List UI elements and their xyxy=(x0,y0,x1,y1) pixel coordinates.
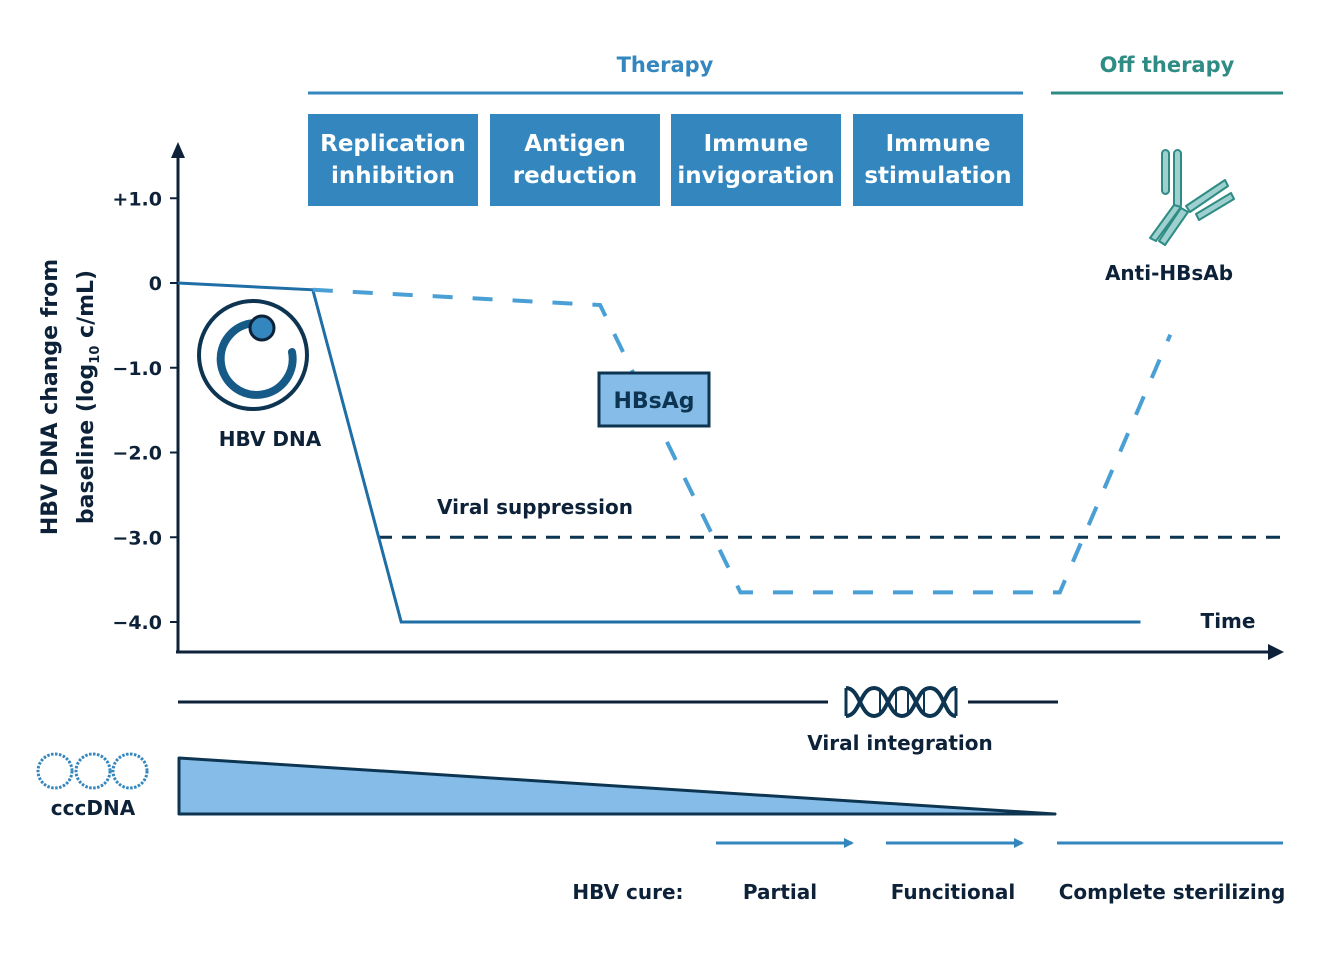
hbsag-label: HBsAg xyxy=(613,389,694,414)
cure-stage-functional: Funcitional xyxy=(891,880,1016,904)
phase-label-line2: stimulation xyxy=(864,163,1012,189)
cure-stage-complete: Complete sterilizing xyxy=(1059,880,1286,904)
cccdna-label: cccDNA xyxy=(51,796,136,820)
y-axis-label-pre: baseline (log xyxy=(74,364,99,524)
phase-immune-stimulation: Immune stimulation xyxy=(853,114,1023,206)
y-ticks: +1.0 0 −1.0 −2.0 −3.0 −4.0 xyxy=(112,188,178,634)
phase-label-line1: Immune xyxy=(703,131,809,157)
phase-label-line1: Antigen xyxy=(524,131,626,157)
y-tick-label: −3.0 xyxy=(112,527,162,549)
y-axis-label-post: c/mL) xyxy=(74,270,99,346)
y-tick-label: +1.0 xyxy=(112,188,162,210)
series-line-hbv-dna xyxy=(177,281,1141,624)
antibody-icon xyxy=(1149,149,1235,246)
y-axis-label: HBV DNA change from baseline (log10 c/mL… xyxy=(38,259,103,535)
therapy-label: Therapy xyxy=(617,53,714,77)
y-axis-label-line2: baseline (log10 c/mL) xyxy=(74,270,103,524)
x-axis-label: Time xyxy=(1201,609,1256,633)
hbv-cure-label: HBV cure: xyxy=(572,880,683,904)
y-axis-label-line1: HBV DNA change from xyxy=(38,259,63,535)
cure-stage-partial: Partial xyxy=(743,880,817,904)
hbsag-box xyxy=(597,371,711,428)
series-line-hbsag xyxy=(312,287,1173,595)
y-axis-label-subscript: 10 xyxy=(88,346,103,364)
y-tick-label: −1.0 xyxy=(112,358,162,380)
phase-immune-invigoration: Immune invigoration xyxy=(671,114,841,206)
hbsag-annotation: HBsAg xyxy=(597,371,711,428)
y-tick-label: −2.0 xyxy=(112,443,162,465)
viral-suppression-label: Viral suppression xyxy=(437,495,633,519)
y-tick-label: −4.0 xyxy=(112,612,162,634)
cccdna-icon xyxy=(36,752,149,790)
x-axis-arrow xyxy=(1268,644,1284,660)
off-therapy-label: Off therapy xyxy=(1100,53,1235,77)
phase-label-line2: reduction xyxy=(512,163,638,189)
hbv-dna-label: HBV DNA xyxy=(219,427,322,451)
viral-integration-label: Viral integration xyxy=(807,731,992,755)
phase-antigen-reduction: Antigen reduction xyxy=(490,114,660,206)
hbv-dna-icon xyxy=(197,299,309,411)
phase-label-line2: inhibition xyxy=(331,163,455,189)
cccdna-decline-wedge xyxy=(177,756,1057,816)
phase-replication-inhibition: Replication inhibition xyxy=(308,114,478,206)
anti-hbsab-label: Anti-HBsAb xyxy=(1105,261,1233,285)
dna-helix-icon xyxy=(844,685,958,719)
series-group xyxy=(177,281,1173,624)
y-axis-arrow xyxy=(171,142,185,158)
phase-label-line2: invigoration xyxy=(677,163,835,189)
phase-label-line1: Immune xyxy=(885,131,991,157)
axes xyxy=(171,142,1284,660)
phase-label-line1: Replication xyxy=(320,131,466,157)
y-tick-label: 0 xyxy=(149,273,162,295)
